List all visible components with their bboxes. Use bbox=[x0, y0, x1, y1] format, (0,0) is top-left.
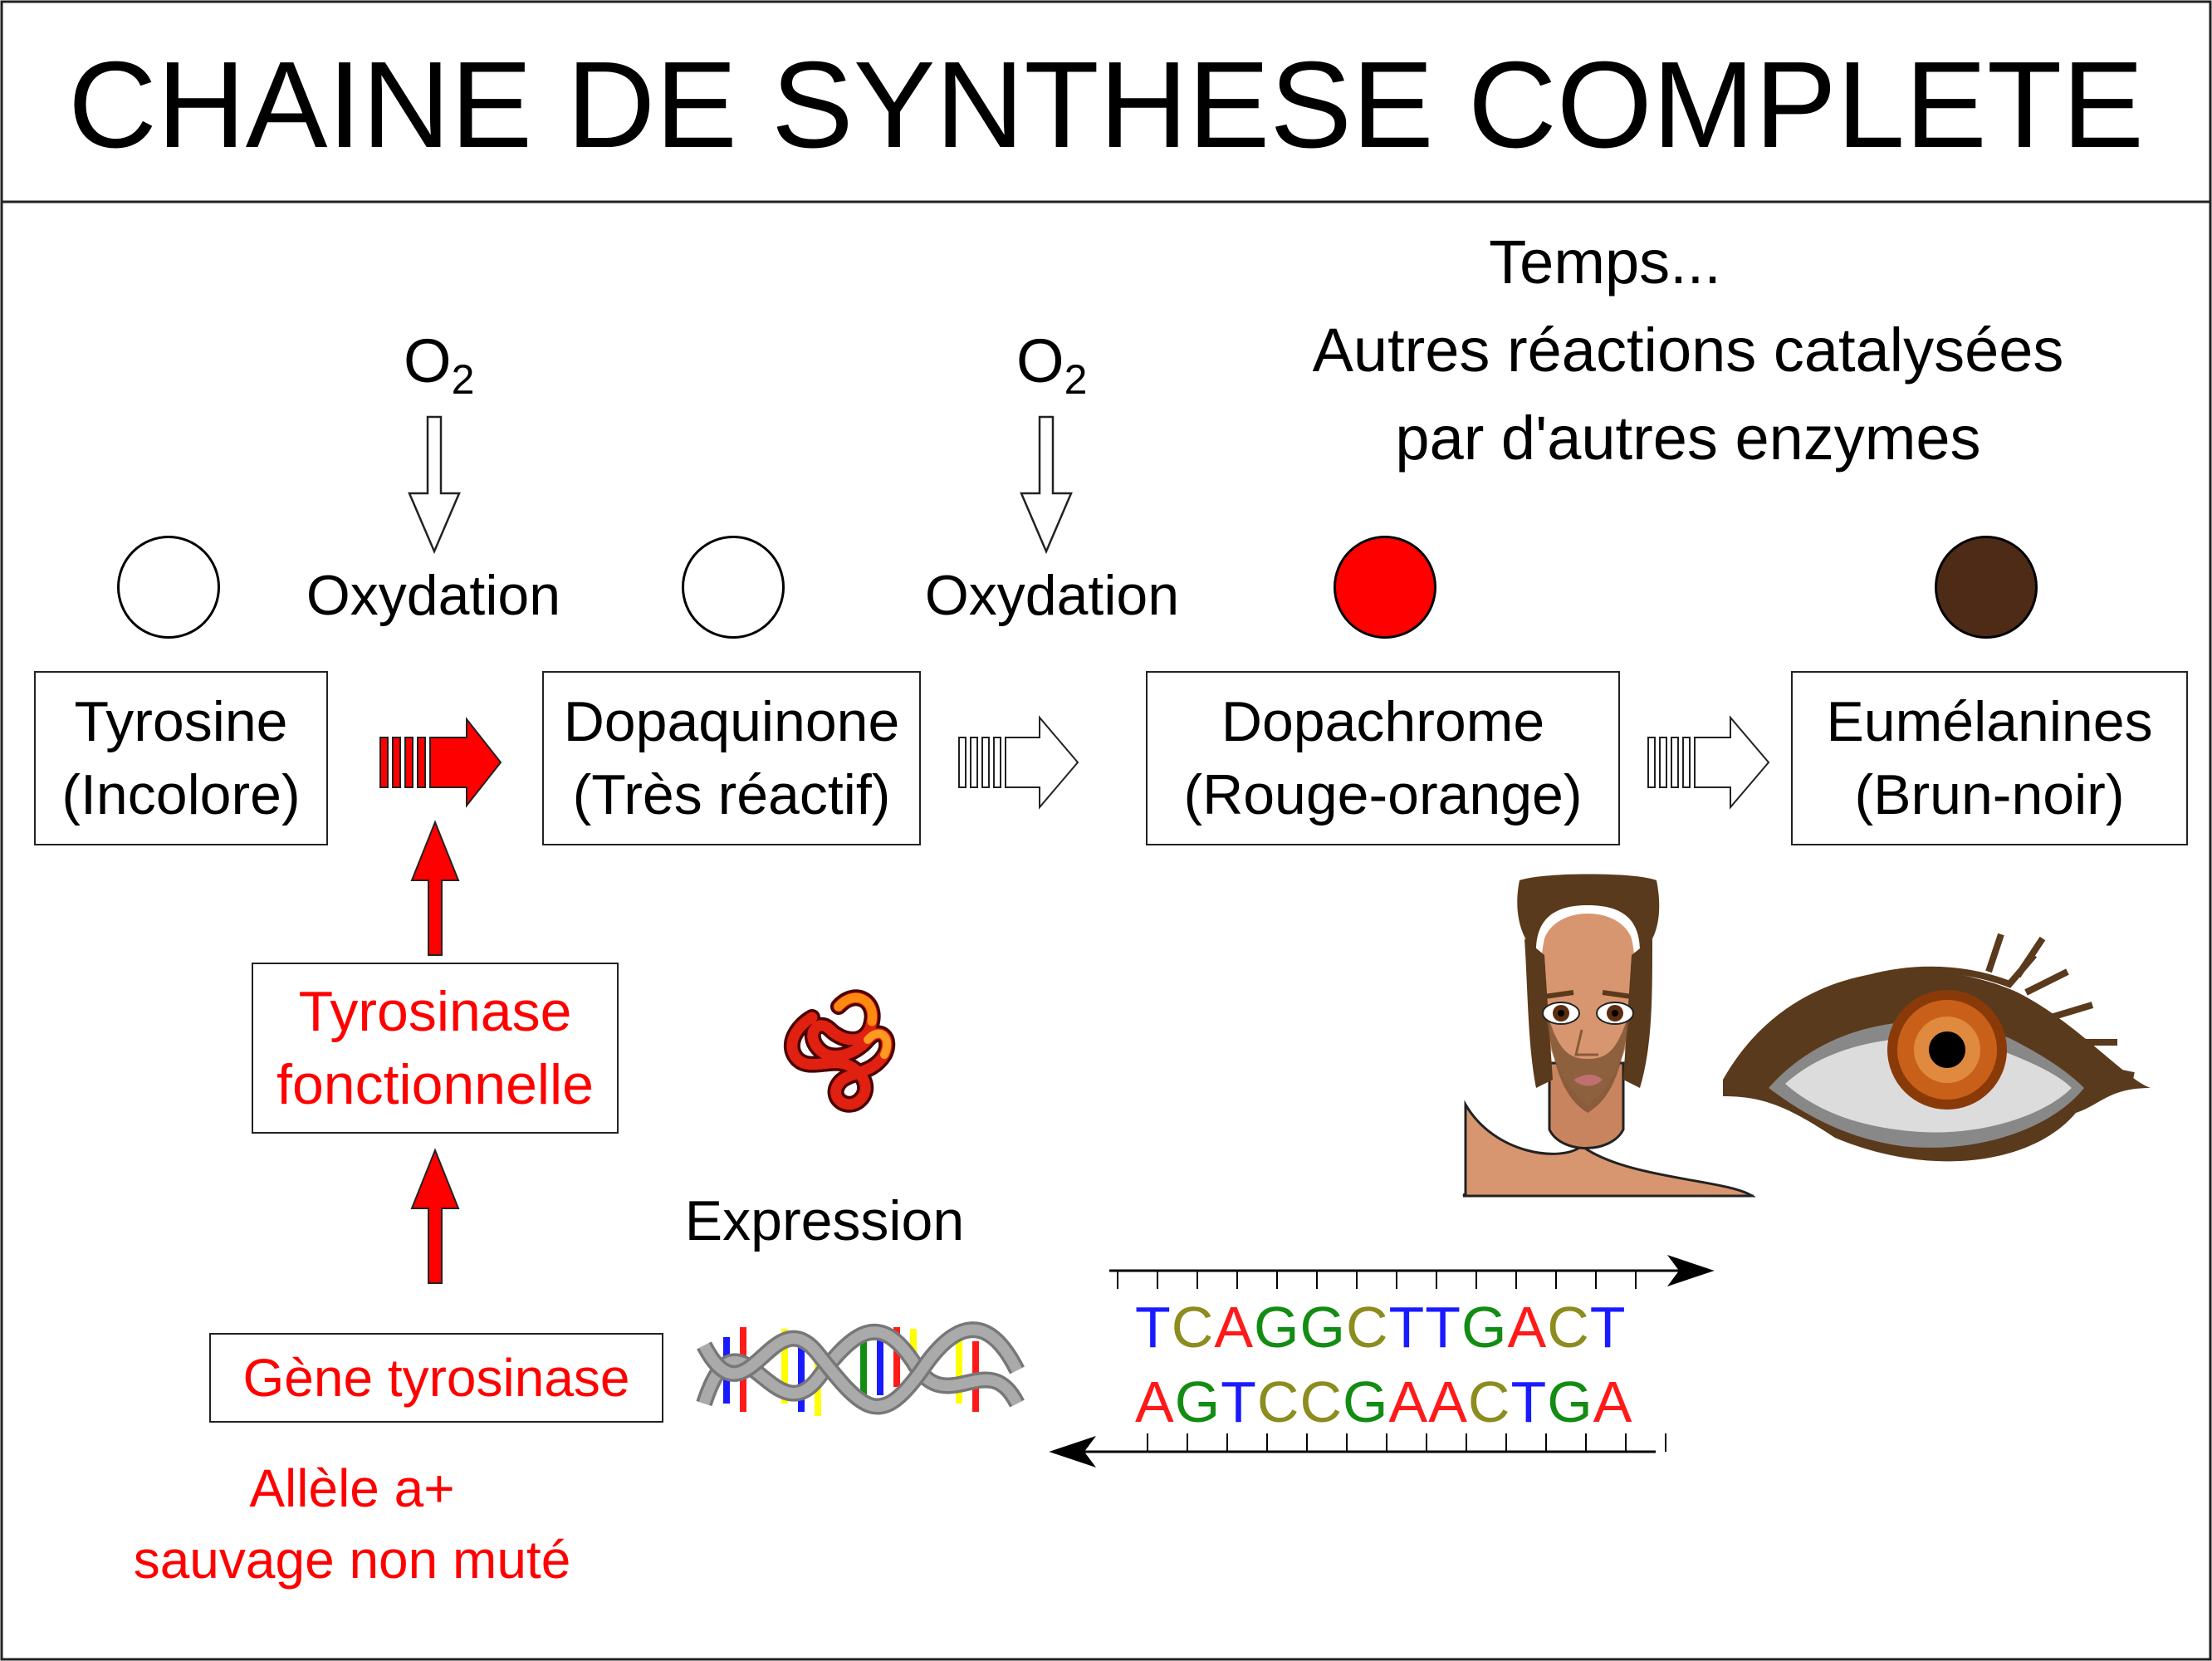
dna-base-top-3: G bbox=[1254, 1295, 1300, 1360]
dna-base-top-10: C bbox=[1547, 1295, 1590, 1360]
dopachrome-color-dot bbox=[1334, 536, 1436, 639]
reaction-arrow-2 bbox=[958, 715, 1079, 810]
dopachrome-name: Dopachrome bbox=[1221, 690, 1545, 753]
dna-sequence-top: TCAGGCTTGACT bbox=[1135, 1294, 1627, 1360]
dna-base-top-6: T bbox=[1388, 1295, 1426, 1360]
face-icon bbox=[1462, 874, 1756, 1198]
dna-base-bottom-6: A bbox=[1388, 1369, 1429, 1434]
dna-base-top-5: C bbox=[1345, 1295, 1389, 1360]
reaction-arrow-3 bbox=[1647, 715, 1770, 810]
catalysed-reaction-arrow bbox=[379, 717, 502, 808]
tyrosine-box: Tyrosine (Incolore) bbox=[34, 671, 328, 845]
gene-label: Gène tyrosinase bbox=[242, 1348, 630, 1408]
dna-base-bottom-10: G bbox=[1547, 1369, 1593, 1434]
tyrosine-desc: (Incolore) bbox=[61, 763, 301, 826]
dna-base-top-0: T bbox=[1135, 1295, 1172, 1360]
tyrosine-color-dot bbox=[117, 536, 220, 639]
dna-base-top-2: A bbox=[1214, 1295, 1255, 1360]
eumelanines-name: Eumélanines bbox=[1826, 690, 2153, 753]
dopaquinone-desc: (Très réactif) bbox=[572, 763, 891, 826]
dna-base-top-4: G bbox=[1299, 1295, 1346, 1360]
oxydation-label-2: Oxydation bbox=[924, 564, 1180, 627]
dna-base-top-9: A bbox=[1507, 1295, 1548, 1360]
eumelanines-desc: (Brun-noir) bbox=[1854, 763, 2125, 826]
o2-base-1: O bbox=[404, 326, 452, 395]
allele-line-1: Allèle a+ bbox=[249, 1458, 455, 1518]
o2-base-2: O bbox=[1016, 326, 1064, 395]
dna-base-bottom-3: C bbox=[1256, 1369, 1300, 1434]
temps-line-3: par d'autres enzymes bbox=[1395, 404, 1981, 473]
eumelanines-box: Eumélanines (Brun-noir) bbox=[1791, 671, 2188, 845]
dna-base-top-7: T bbox=[1425, 1295, 1462, 1360]
protein-icon bbox=[784, 989, 896, 1113]
dna-base-top-8: G bbox=[1461, 1295, 1508, 1360]
dopaquinone-color-dot bbox=[682, 536, 785, 639]
tyrosine-name: Tyrosine bbox=[74, 690, 288, 753]
o2-sub-2: 2 bbox=[1064, 356, 1088, 403]
dna-base-bottom-8: C bbox=[1467, 1369, 1511, 1434]
tyrosinase-line-1: Tyrosinase bbox=[298, 980, 572, 1043]
dopaquinone-box: Dopaquinone (Très réactif) bbox=[542, 671, 921, 845]
dna-base-bottom-7: A bbox=[1428, 1369, 1468, 1434]
o2-down-arrow-2 bbox=[1020, 415, 1073, 555]
dna-helix-icon bbox=[696, 1321, 1025, 1416]
o2-label-1: O2 bbox=[404, 326, 474, 404]
dna-base-bottom-4: C bbox=[1299, 1369, 1343, 1434]
oxydation-label-1: Oxydation bbox=[306, 564, 561, 627]
expression-label: Expression bbox=[684, 1189, 965, 1252]
eumelanines-color-dot bbox=[1935, 536, 2038, 639]
dna-base-top-11: T bbox=[1589, 1295, 1627, 1360]
tyrosinase-line-2: fonctionnelle bbox=[276, 1053, 594, 1116]
allele-line-2: sauvage non muté bbox=[133, 1530, 571, 1590]
page-title: CHAINE DE SYNTHESE COMPLETE bbox=[67, 37, 2145, 174]
dna-base-bottom-2: T bbox=[1221, 1369, 1257, 1434]
o2-sub-1: 2 bbox=[451, 356, 475, 403]
temps-line-1: Temps... bbox=[1489, 228, 1721, 296]
dna-base-bottom-11: A bbox=[1593, 1369, 1633, 1434]
strand-ticks bbox=[1117, 1271, 1666, 1452]
tyrosinase-box: Tyrosinase fonctionnelle bbox=[252, 963, 619, 1134]
dna-base-bottom-5: G bbox=[1343, 1369, 1389, 1434]
dopachrome-desc: (Rouge-orange) bbox=[1183, 763, 1583, 826]
red-up-arrow-2 bbox=[410, 1148, 460, 1284]
dna-sequence-bottom: AGTCCGAACTGA bbox=[1135, 1369, 1632, 1435]
red-up-arrow-1 bbox=[410, 820, 460, 956]
dna-top-strand bbox=[1109, 1255, 1715, 1286]
dna-base-bottom-9: T bbox=[1510, 1369, 1548, 1434]
dopachrome-box: Dopachrome (Rouge-orange) bbox=[1146, 671, 1620, 845]
dopaquinone-name: Dopaquinone bbox=[563, 690, 900, 753]
temps-line-2: Autres réactions catalysées bbox=[1312, 316, 2064, 385]
gene-box: Gène tyrosinase bbox=[209, 1333, 663, 1423]
dna-base-bottom-0: A bbox=[1135, 1369, 1175, 1434]
dna-base-top-1: C bbox=[1171, 1295, 1215, 1360]
dna-base-bottom-1: G bbox=[1174, 1369, 1221, 1434]
dna-bottom-strand bbox=[1049, 1436, 1656, 1467]
eye-icon bbox=[1723, 933, 2151, 1162]
o2-label-2: O2 bbox=[1016, 326, 1087, 404]
o2-down-arrow-1 bbox=[408, 415, 461, 555]
